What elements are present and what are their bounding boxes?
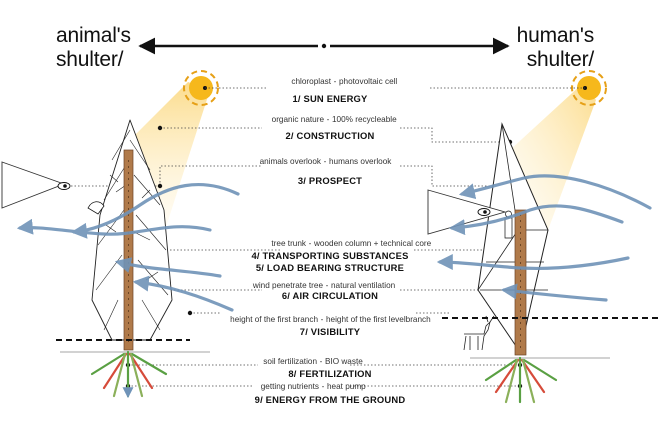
human-shelter-title: human's shulter/: [516, 24, 595, 72]
row-6-left-label: wind penetrate tree: [252, 281, 324, 290]
left-sun-beam: [120, 82, 210, 230]
row-1: chloroplast - photovoltaic cell 1/ SUN E…: [291, 77, 397, 104]
svg-text:-: -: [334, 77, 337, 86]
row-5-heading: 5/ LOAD BEARING STRUCTURE: [256, 262, 404, 273]
animal-prospect-cone: [1, 161, 71, 209]
svg-text:-: -: [327, 115, 330, 124]
building-roots: [484, 356, 558, 404]
row-6: wind penetrate tree - natural ventilatio…: [252, 281, 396, 301]
row-4-5: tree trunk - wooden column + technical c…: [251, 239, 431, 273]
row-9: getting nutrients - heat pump 9/ ENERGY …: [255, 382, 406, 405]
row-9-heading: 9/ ENERGY FROM THE GROUND: [255, 394, 406, 405]
row-7-right-label: height of the first levelbranch: [326, 315, 431, 324]
row-3-right-label: humans overlook: [329, 157, 392, 166]
row-1-right-label: photovoltaic cell: [339, 77, 397, 86]
animal-shelter-title: animal's shulter/: [56, 24, 131, 72]
row-6-right-label: natural ventilation: [331, 281, 396, 290]
svg-text:-: -: [320, 357, 323, 366]
svg-text:-: -: [321, 315, 324, 324]
row-3-heading: 3/ PROSPECT: [298, 175, 362, 186]
human-shelter-title-line-1: human's: [516, 24, 595, 47]
row-3-left-label: animals overlook: [260, 157, 322, 166]
svg-text:-: -: [322, 382, 325, 391]
row-4-right-label: wooden column + technical core: [313, 239, 432, 248]
ground-lines: [56, 317, 660, 359]
row-7: height of the first branch - height of t…: [230, 315, 431, 337]
svg-text:-: -: [326, 281, 329, 290]
row-6-heading: 6/ AIR CIRCULATION: [282, 290, 378, 301]
row-4-left-label: tree trunk: [271, 239, 306, 248]
row-2-right-label: 100% recycleable: [332, 115, 397, 124]
comparison-arrow: [138, 37, 510, 55]
wind-arrows: [16, 174, 652, 312]
row-8-heading: 8/ FERTILIZATION: [288, 368, 371, 379]
row-8: soil fertilization - BIO waste 8/ FERTIL…: [263, 357, 371, 379]
row-8-right-label: BIO waste: [325, 357, 363, 366]
row-7-left-label: height of the first branch: [230, 315, 318, 324]
row-8-left-label: soil fertilization: [263, 357, 317, 366]
row-4-heading: 4/ TRANSPORTING SUBSTANCES: [251, 250, 408, 261]
animal-shelter-title-line-1: animal's: [56, 24, 131, 47]
row-2-left-label: organic nature: [272, 115, 325, 124]
left-sun-icon: [183, 70, 219, 106]
row-9-left-label: getting nutrients: [261, 382, 319, 391]
animal-shelter-title-line-2: shulter/: [56, 48, 124, 71]
row-7-heading: 7/ VISIBILITY: [300, 326, 361, 337]
row-1-heading: 1/ SUN ENERGY: [292, 93, 368, 104]
right-sun-icon: [571, 70, 607, 106]
row-9-right-label: heat pump: [327, 382, 366, 391]
bird-icon: [87, 201, 105, 215]
tree-roots: [90, 350, 168, 399]
row-2-heading: 2/ CONSTRUCTION: [286, 130, 375, 141]
row-2: organic nature - 100% recycleable 2/ CON…: [272, 115, 397, 141]
human-shelter-title-line-2: shulter/: [526, 48, 594, 71]
svg-text:-: -: [324, 157, 327, 166]
person-icon: [504, 217, 513, 239]
deer-icon: [463, 315, 495, 351]
human-prospect-cone: [427, 189, 507, 235]
svg-text:-: -: [309, 239, 312, 248]
row-3: animals overlook - humans overlook 3/ PR…: [260, 157, 393, 186]
row-1-left-label: chloroplast: [291, 77, 331, 86]
building-illustration: [477, 122, 549, 356]
